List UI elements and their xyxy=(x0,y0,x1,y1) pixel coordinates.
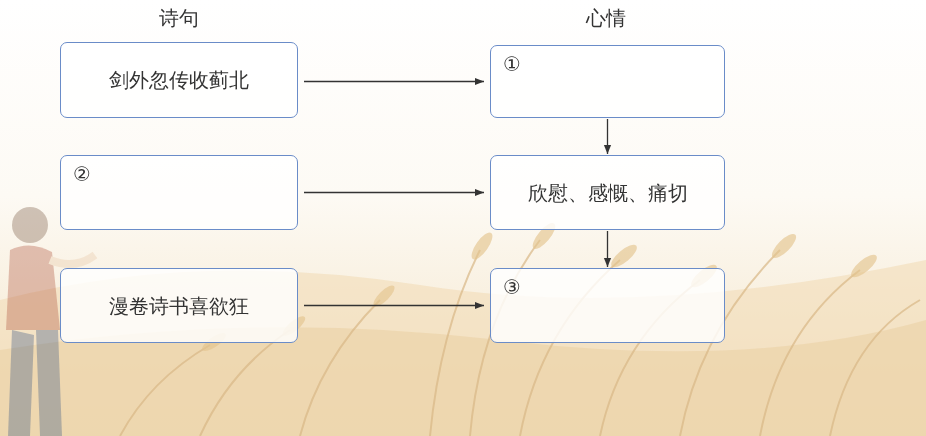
box-text: 欣慰、感慨、痛切 xyxy=(528,181,688,205)
column-header: 诗句 xyxy=(159,5,199,32)
arrow-connector xyxy=(607,119,608,154)
text-box: ① xyxy=(490,45,725,118)
wheat-ears xyxy=(200,220,880,354)
arrow-connector xyxy=(304,192,484,193)
arrow-connector xyxy=(607,231,608,267)
arrow-connector xyxy=(304,81,484,82)
blank-number: ① xyxy=(503,52,521,76)
blank-number: ③ xyxy=(503,275,521,299)
text-box: ③ xyxy=(490,268,725,343)
text-box: 剑外忽传收蓟北 xyxy=(60,42,298,118)
column-header: 心情 xyxy=(586,5,626,32)
box-text: 漫卷诗书喜欲狂 xyxy=(109,294,249,318)
text-box: 漫卷诗书喜欲狂 xyxy=(60,268,298,343)
text-box: ② xyxy=(60,155,298,230)
text-box: 欣慰、感慨、痛切 xyxy=(490,155,725,230)
arrow-connector xyxy=(304,305,484,306)
blank-number: ② xyxy=(73,162,91,186)
box-text: 剑外忽传收蓟北 xyxy=(109,68,249,92)
